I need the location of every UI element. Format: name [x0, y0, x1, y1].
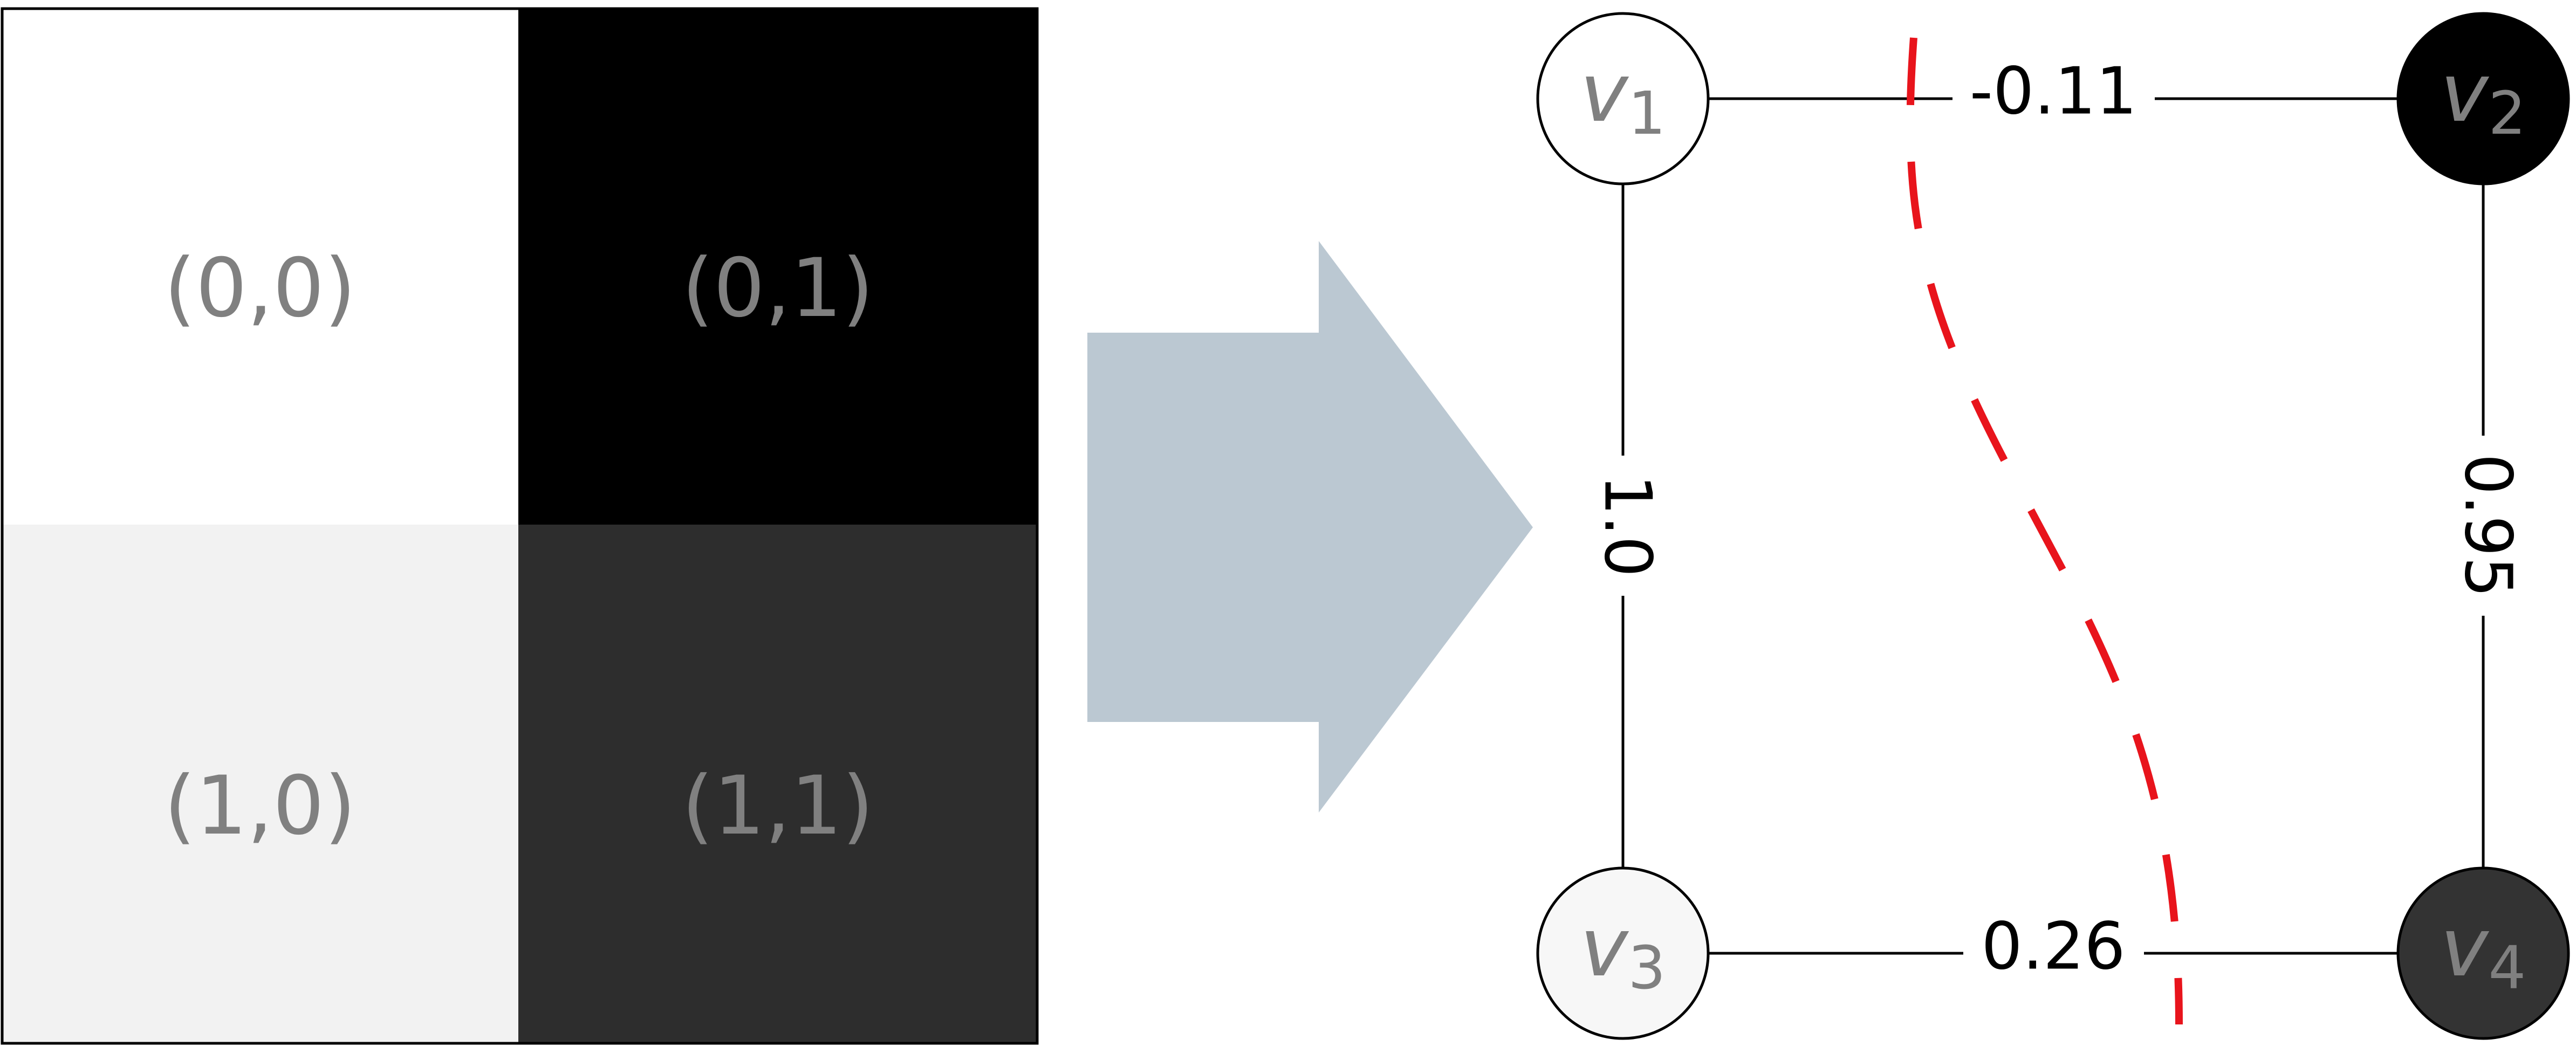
- grid-cell-1-0: [2, 525, 518, 1043]
- node-v2: v2: [2396, 12, 2570, 185]
- grid-cell-label-1-1: (1,1): [682, 759, 874, 853]
- node-label-v2: v2: [2441, 46, 2526, 148]
- node-v4: v4: [2396, 866, 2570, 1040]
- grid-border: [1, 7, 1039, 1045]
- grid-cell-label-0-1: (0,1): [682, 242, 874, 335]
- pixel-grid: (0,0) (0,1) (1,0) (1,1): [1, 7, 1039, 1045]
- grid-cell-label-0-0: (0,0): [164, 242, 356, 335]
- edge-weight-v1-v3: 1.0: [1590, 474, 1664, 577]
- grid-cell-label-1-0: (1,0): [164, 759, 356, 853]
- node-v3: v3: [1536, 866, 1710, 1040]
- node-label-v1: v1: [1580, 46, 1666, 148]
- right-arrow-icon: [1087, 241, 1533, 813]
- edge-weight-v2-v4: 0.95: [2450, 453, 2525, 597]
- grid-cell-0-1: [518, 9, 1037, 525]
- edge-weight-v1-v2: -0.11: [1970, 54, 2137, 129]
- graph: -0.11 0.26 1.0 0.95 v1 v2 v3 v4: [1536, 12, 2570, 1040]
- grid-cell-0-0: [2, 9, 518, 525]
- graph-cut-line: [1906, 37, 2183, 1025]
- node-label-v3: v3: [1580, 901, 1666, 1002]
- node-v1: v1: [1536, 12, 1710, 185]
- edge-weight-v3-v4: 0.26: [1981, 910, 2125, 985]
- node-label-v4: v4: [2441, 901, 2526, 1002]
- grid-cell-1-1: [518, 525, 1037, 1043]
